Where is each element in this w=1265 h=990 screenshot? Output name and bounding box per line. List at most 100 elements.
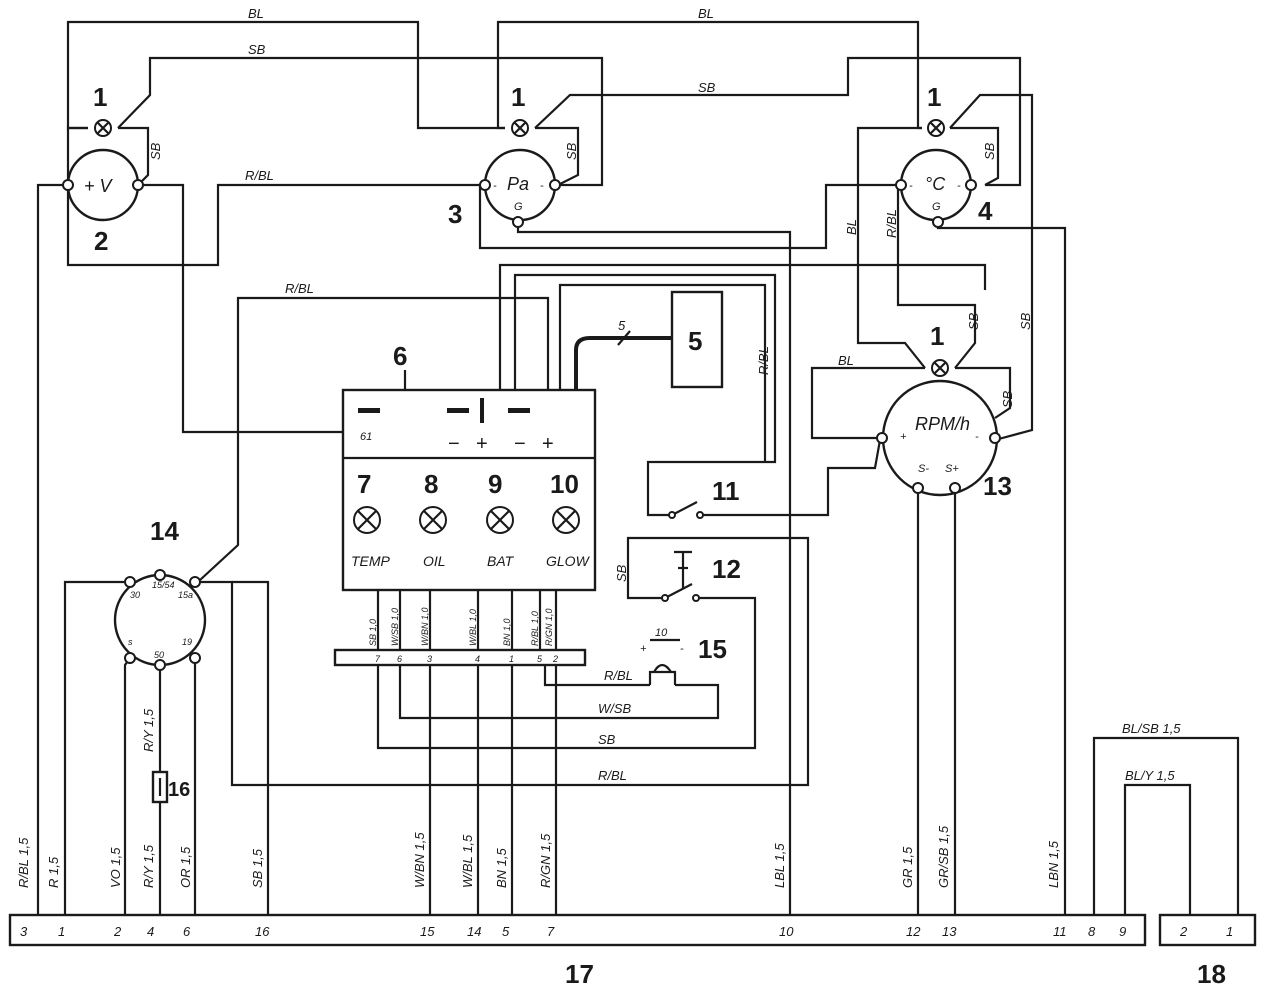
c17-pin-3: 3 xyxy=(20,924,28,939)
strip-wire-5: BN 1,0 xyxy=(502,618,512,646)
voltmeter: + V 2 xyxy=(62,148,144,256)
wire-gauge4-g xyxy=(936,222,1067,915)
lamp-label-temp: TEMP xyxy=(351,553,391,569)
wire-label-sb-sw12: SB xyxy=(614,564,629,582)
sender-unit: 5 5 xyxy=(617,290,724,389)
switch-11: 11 xyxy=(668,476,740,519)
lamp-label-bat: BAT xyxy=(487,553,515,569)
wire-sb-top-right xyxy=(534,56,1022,187)
s-plus-label: S+ xyxy=(945,463,959,475)
temp-symbol: °C xyxy=(925,174,946,194)
wire-blsb-loop xyxy=(1092,736,1240,915)
wire-volt-minus xyxy=(36,183,68,915)
label-6: 6 xyxy=(393,341,407,371)
label-16: 16 xyxy=(168,779,190,801)
wire-label-ry-mid: R/Y 1,5 xyxy=(141,708,156,752)
bwire-vo: VO 1,5 xyxy=(108,847,123,888)
svg-text:+: + xyxy=(640,643,647,655)
fuse: 16 xyxy=(151,770,190,804)
c17-pin-2: 2 xyxy=(113,924,122,939)
wire-key-s xyxy=(123,657,131,915)
wire-label-bl-1: BL xyxy=(248,6,264,21)
tachometer: RPM/h S- S+ + - 13 xyxy=(876,379,1012,501)
c17-pin-8: 8 xyxy=(1088,924,1096,939)
lamp-label-oil: OIL xyxy=(423,553,446,569)
connector-18: 2 1 18 xyxy=(1158,913,1257,989)
c17-pin-11: 11 xyxy=(1053,924,1067,939)
wire-label-sb-v4: SB xyxy=(966,312,981,330)
bwire-grsb: GR/SB 1,5 xyxy=(936,825,951,888)
label-14: 14 xyxy=(150,516,179,546)
lamp-glow xyxy=(552,506,580,534)
wire-wsb-loop xyxy=(398,665,720,720)
wire-buzzer-rbl xyxy=(543,665,650,687)
label-4: 4 xyxy=(978,196,993,226)
wire-label-rbl-v: R/BL xyxy=(884,209,899,238)
label-7: 7 xyxy=(357,469,371,499)
warning-panel: 6 61 − + − + 7 8 9 10 TEMP OIL xyxy=(341,341,597,592)
wire-label-5: 5 xyxy=(618,318,626,333)
strip-pin-2: 2 xyxy=(552,654,558,664)
wire-panel-loop1 xyxy=(498,263,987,390)
bwire-gr: GR 1,5 xyxy=(900,846,915,888)
bwire-lbl: LBL 1,5 xyxy=(772,843,787,888)
wire-label-sb-loop: SB xyxy=(598,732,616,747)
rpm-symbol: RPM/h xyxy=(915,414,970,434)
volt-symbol: + V xyxy=(84,176,114,196)
lamp-1-gauge4 xyxy=(927,119,945,137)
wire-label-rbl-v2: R/BL xyxy=(756,346,771,375)
wire-label-rbl-loop: R/BL xyxy=(598,768,627,783)
bwire-sb: SB 1,5 xyxy=(250,848,265,888)
buzzer-value: 10 xyxy=(655,627,668,639)
label-1-c: 1 xyxy=(927,82,941,112)
pressure-symbol: Pa xyxy=(507,174,529,194)
c17-pin-6: 6 xyxy=(183,924,191,939)
wire-label-sb-2: SB xyxy=(698,80,716,95)
label-3: 3 xyxy=(448,199,462,229)
wire-label-sb-v5: SB xyxy=(1018,312,1033,330)
connector-17: 3 1 2 4 6 16 15 14 5 7 10 12 13 11 8 9 1… xyxy=(8,913,1147,989)
wire-label-blsb: BL/SB 1,5 xyxy=(1122,721,1181,736)
wire-switch12-out xyxy=(376,596,757,750)
g-symbol-4: G xyxy=(932,201,941,213)
wire-label-bl-2: BL xyxy=(698,6,714,21)
bwire-rgn: R/GN 1,5 xyxy=(538,833,553,888)
lamp-temp xyxy=(353,506,381,534)
wire-switch12-sb xyxy=(200,536,810,787)
bwire-rbl: R/BL 1,5 xyxy=(16,837,31,888)
svg-text:-: - xyxy=(493,180,497,192)
c17-pin-16: 16 xyxy=(255,924,270,939)
svg-text:+: + xyxy=(900,431,907,443)
minus-1: − xyxy=(448,433,460,455)
svg-text:-: - xyxy=(680,643,684,655)
c18-pin-2: 2 xyxy=(1179,924,1188,939)
wire-gauge3-sb xyxy=(535,126,580,186)
wire-label-rbl-1: R/BL xyxy=(245,168,274,183)
c17-pin-12: 12 xyxy=(906,924,921,939)
s-minus-label: S- xyxy=(918,463,929,475)
label-17: 17 xyxy=(565,959,594,989)
switch-12: 12 xyxy=(661,550,741,602)
wire-panel-loop2 xyxy=(513,273,777,517)
svg-text:-: - xyxy=(957,180,961,192)
c17-pin-1: 1 xyxy=(58,924,65,939)
bwire-lbn: LBN 1,5 xyxy=(1046,840,1061,888)
oil-pressure-gauge: Pa G - - 3 xyxy=(448,148,561,229)
wire-label-rbl-2: R/BL xyxy=(285,281,314,296)
wire-key-15a xyxy=(232,580,270,915)
c18-pin-1: 1 xyxy=(1226,924,1233,939)
c17-pin-7: 7 xyxy=(547,924,555,939)
wires xyxy=(36,20,1240,915)
wire-sender xyxy=(574,336,672,390)
wire-label-bl-v: BL xyxy=(844,219,859,235)
wire-gauge4-sb xyxy=(950,126,1000,186)
panel-wire-labels: SB 1,0 W/SB 1,0 W/BN 1,0 W/BL 1,0 BN 1,0… xyxy=(368,607,554,646)
key-switch: 30 15/54 15a s 50 19 14 xyxy=(113,516,207,671)
wire-label-sb-v1: SB xyxy=(148,142,163,160)
bwire-wbn: W/BN 1,5 xyxy=(412,832,427,888)
temperature-gauge: °C G - - 4 xyxy=(895,148,993,228)
label-13: 13 xyxy=(983,471,1012,501)
svg-text:-: - xyxy=(975,431,979,443)
strip-wire-7: R/GN 1,0 xyxy=(544,608,554,646)
